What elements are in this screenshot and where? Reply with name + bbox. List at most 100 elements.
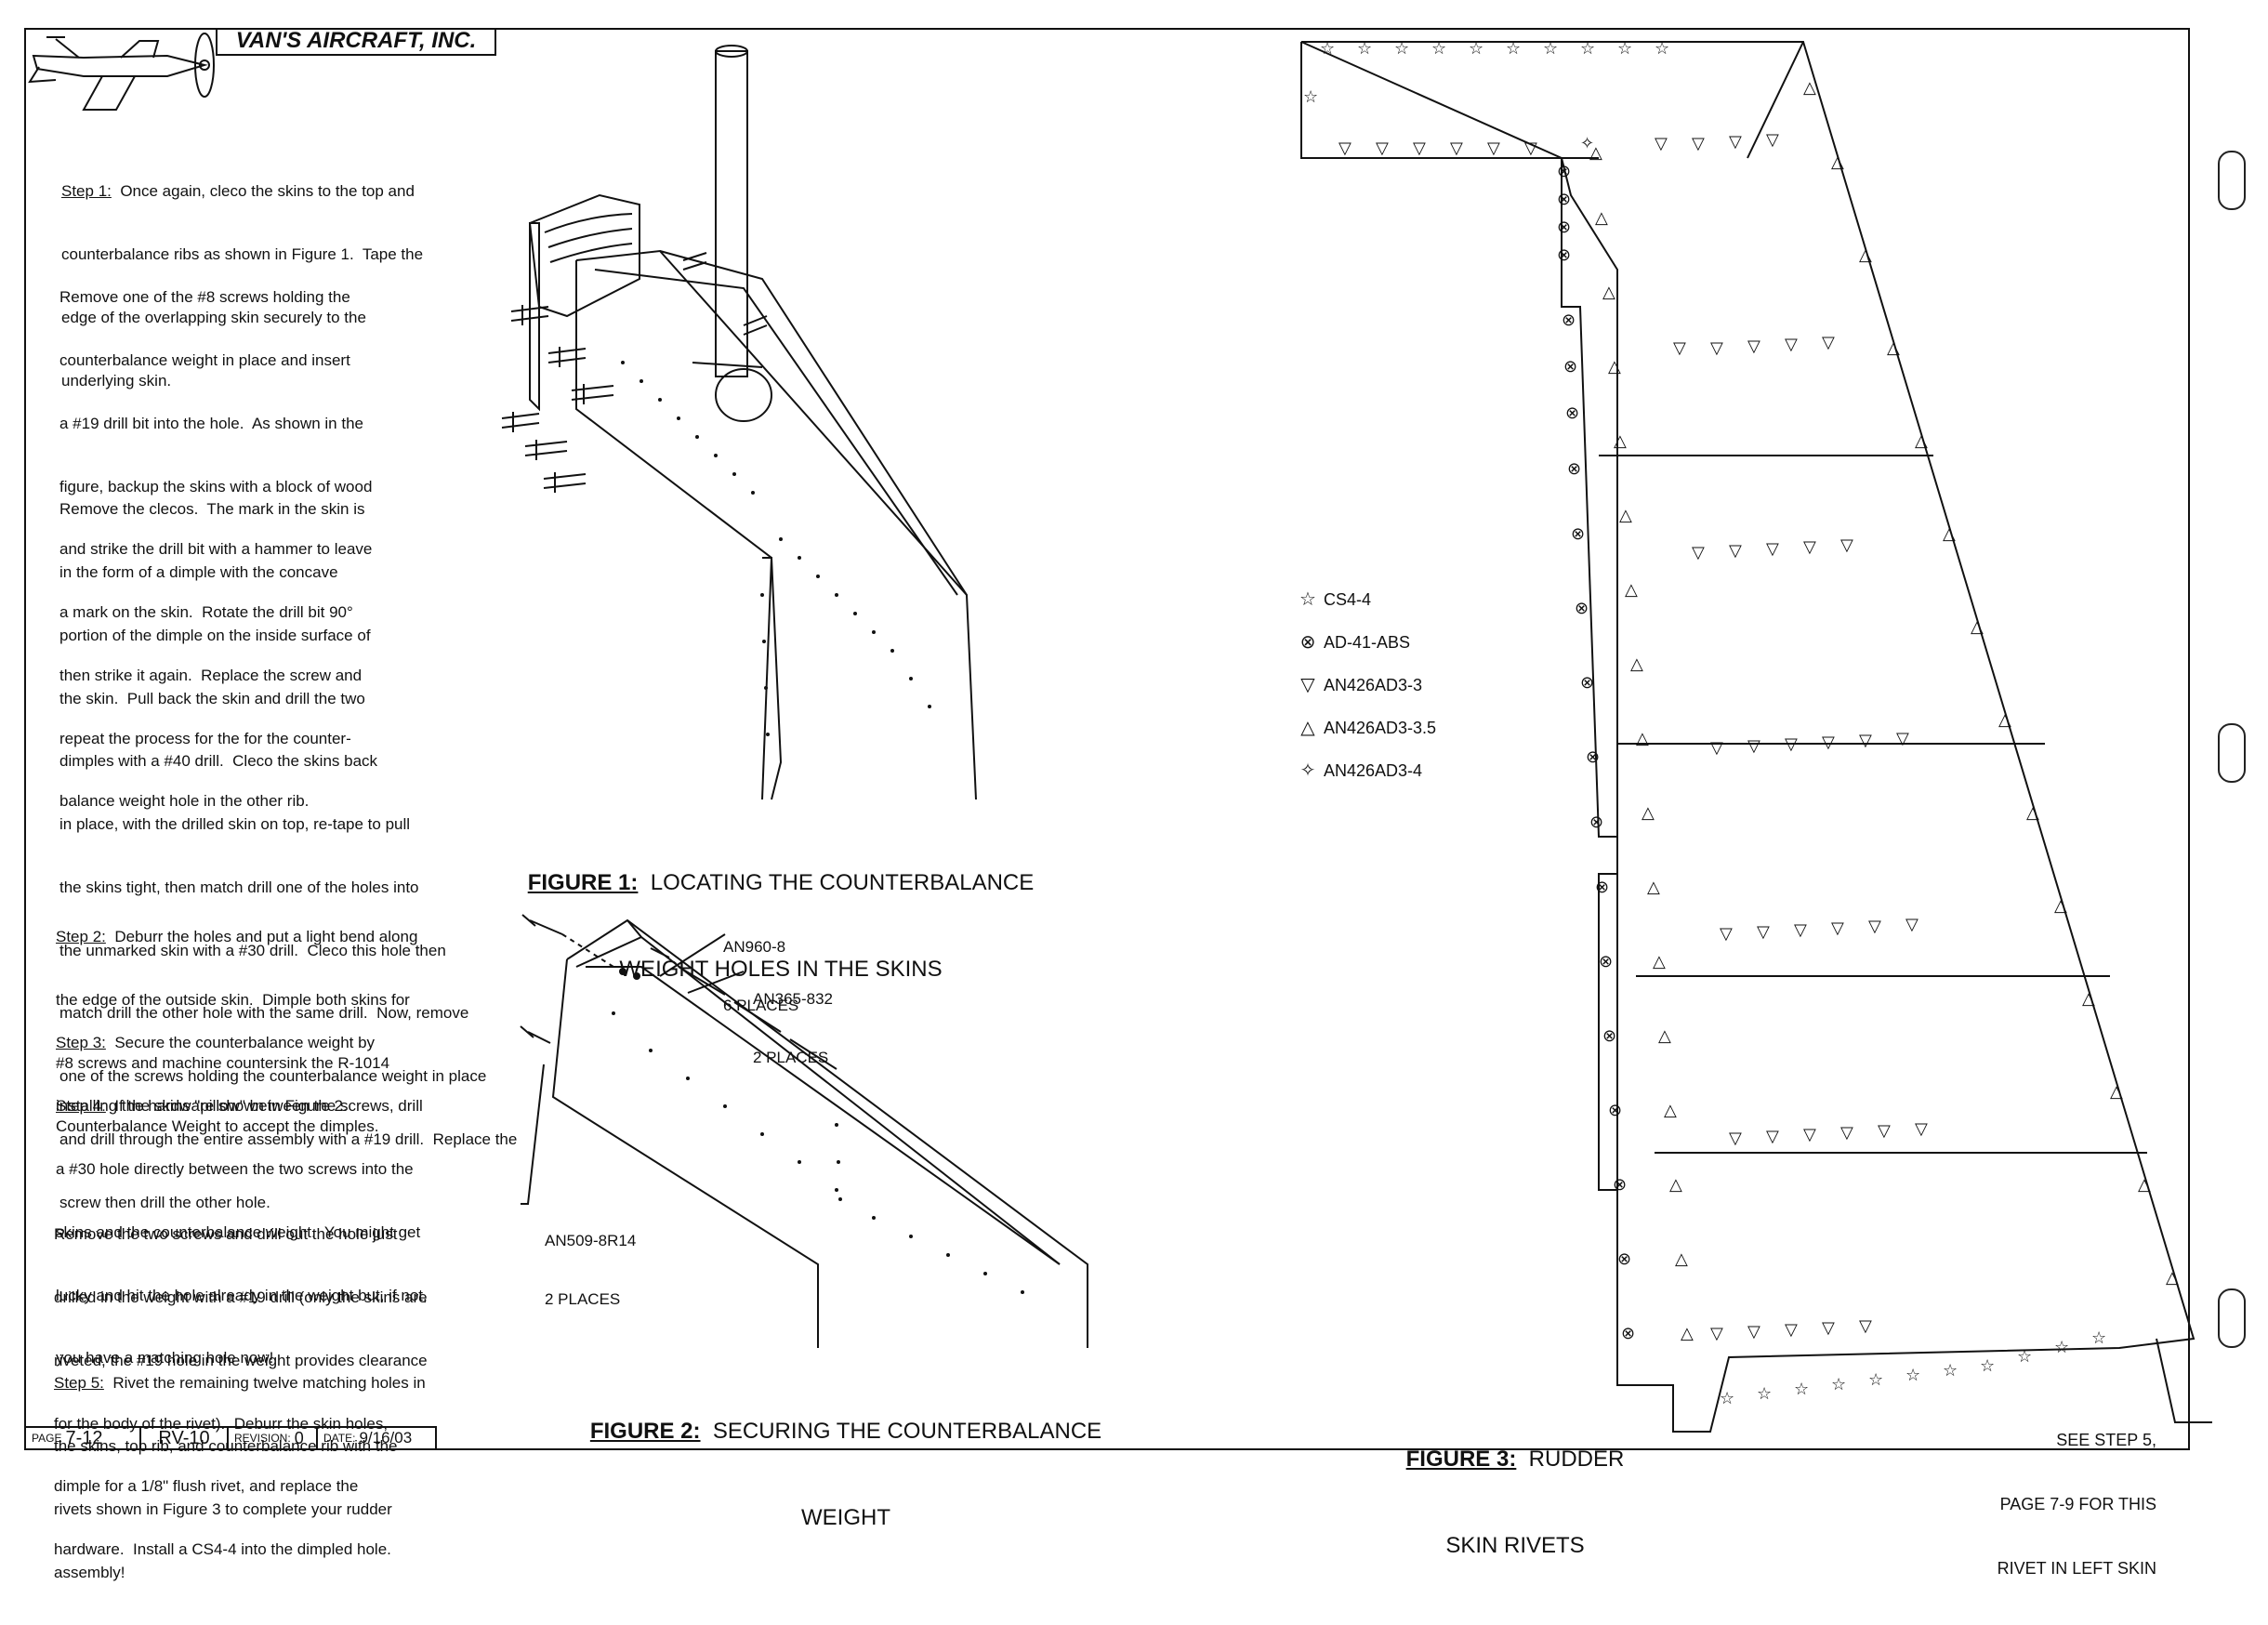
step4-block: Step 4: If the skins "pillow" between th… xyxy=(56,1054,428,1411)
svg-text:⊗: ⊗ xyxy=(1595,878,1609,897)
figure2-caption: FIGURE 2: SECURING THE COUNTERBALANCE WE… xyxy=(558,1359,1134,1590)
text-line: underlying skin. xyxy=(61,371,172,390)
svg-text:▽: ▽ xyxy=(1868,917,1881,936)
svg-text:⊗: ⊗ xyxy=(1565,403,1579,423)
text-line: Once again, cleco the skins to the top a… xyxy=(111,182,415,201)
text-line: If the skins "pillow" between the screws… xyxy=(105,1097,423,1116)
svg-text:⊗: ⊗ xyxy=(1557,218,1571,237)
svg-text:⊗: ⊗ xyxy=(1557,245,1571,265)
svg-text:▽: ▽ xyxy=(1896,729,1909,748)
figure3-caption: FIGURE 3: RUDDER SKIN RIVETS xyxy=(1394,1387,1636,1618)
svg-text:△: △ xyxy=(1647,878,1660,897)
triangle-up-icon: △ xyxy=(1300,718,1315,738)
callout-an960: AN960-8 6 PLACES xyxy=(723,898,798,1054)
svg-text:☆: ☆ xyxy=(1469,39,1483,59)
star-icon: ☆ xyxy=(1299,589,1316,610)
svg-text:☆: ☆ xyxy=(1543,39,1558,59)
svg-text:☆: ☆ xyxy=(1720,1389,1734,1408)
svg-text:⊗: ⊗ xyxy=(1599,952,1613,971)
svg-text:⊗: ⊗ xyxy=(1589,812,1603,832)
svg-text:▽: ▽ xyxy=(1487,139,1500,158)
text-line: a #30 hole directly between the two scre… xyxy=(56,1159,414,1178)
callout-part: AN365-832 xyxy=(753,990,834,1008)
svg-text:☆: ☆ xyxy=(1943,1361,1958,1381)
text-line: lucky and hit the hole already in the we… xyxy=(56,1286,428,1304)
model-cell: RV-10 xyxy=(139,1426,229,1450)
svg-text:▽: ▽ xyxy=(1413,139,1426,158)
svg-text:▽: ▽ xyxy=(1785,1320,1798,1340)
svg-text:▽: ▽ xyxy=(1710,338,1723,358)
step3-label: Step 3: xyxy=(56,1034,106,1052)
text-line: Remove the two screws and drill out the … xyxy=(54,1225,398,1244)
caption-text: SKIN RIVETS xyxy=(1445,1533,1585,1558)
company-name: VAN'S AIRCRAFT, INC. xyxy=(216,28,496,56)
text-line: Secure the counterbalance weight by xyxy=(105,1034,376,1052)
svg-text:▽: ▽ xyxy=(1803,537,1816,557)
note-line: SEE STEP 5, xyxy=(2056,1431,2156,1449)
caption-text: RUDDER xyxy=(1516,1447,1625,1472)
svg-text:☆: ☆ xyxy=(1357,39,1372,59)
note-line: PAGE 7-9 FOR THIS xyxy=(1999,1495,2156,1513)
text-line: Counterbalance Weight to accept the dimp… xyxy=(56,1116,379,1135)
svg-text:✧: ✧ xyxy=(1580,134,1594,153)
airplane-logo-icon xyxy=(28,33,215,111)
triangle-down-icon: ▽ xyxy=(1300,675,1315,695)
text-line: drilled in the weight with a #19 drill (… xyxy=(54,1288,428,1306)
svg-text:☆: ☆ xyxy=(1980,1356,1995,1376)
svg-text:☆: ☆ xyxy=(2091,1328,2106,1348)
caption-text: SECURING THE COUNTERBALANCE xyxy=(700,1419,1102,1444)
step4-label: Step 4: xyxy=(56,1097,106,1116)
svg-text:▽: ▽ xyxy=(1729,132,1742,152)
four-point-star-icon: ✧ xyxy=(1299,760,1316,781)
step5-label: Step 5: xyxy=(54,1374,104,1393)
svg-text:▽: ▽ xyxy=(1338,139,1352,158)
svg-text:▽: ▽ xyxy=(1747,1322,1760,1341)
svg-text:△: △ xyxy=(1630,654,1643,674)
svg-text:▽: ▽ xyxy=(1376,139,1389,158)
step2-block: Step 2: Deburr the holes and put a light… xyxy=(56,885,417,1179)
figure2-label: FIGURE 2: xyxy=(589,1419,701,1444)
text-line: the skins tight, then match drill one of… xyxy=(59,878,419,896)
callout-part: AN960-8 xyxy=(723,938,786,956)
svg-text:☆: ☆ xyxy=(1905,1366,1920,1385)
text-line: assembly! xyxy=(54,1563,125,1581)
revision-cell: REVISION: 0 xyxy=(227,1426,318,1450)
svg-text:⊗: ⊗ xyxy=(1602,1026,1616,1046)
svg-text:△: △ xyxy=(1589,143,1602,163)
svg-text:▽: ▽ xyxy=(1785,335,1798,354)
text-line: Rivet the remaining twelve matching hole… xyxy=(103,1374,426,1393)
svg-text:△: △ xyxy=(1669,1175,1682,1195)
svg-text:△: △ xyxy=(1653,952,1666,971)
circle-x-icon: ⊗ xyxy=(1299,632,1316,653)
binder-hole xyxy=(2218,151,2246,210)
svg-text:▽: ▽ xyxy=(1524,139,1537,158)
text-line: balance weight hole in the other rib. xyxy=(59,792,310,811)
svg-text:▽: ▽ xyxy=(1803,1125,1816,1144)
text-line: riveted, the #19 hole in the weight prov… xyxy=(54,1351,428,1369)
svg-text:△: △ xyxy=(1636,729,1649,748)
page-number-cell: PAGE 7-12 xyxy=(24,1426,141,1450)
step5-block: Step 5: Rivet the remaining twelve match… xyxy=(54,1331,426,1625)
svg-text:⊗: ⊗ xyxy=(1557,162,1571,181)
svg-text:▽: ▽ xyxy=(1729,541,1742,561)
svg-text:△: △ xyxy=(1614,431,1627,451)
text-line: in the form of a dimple with the concave xyxy=(59,562,338,581)
svg-text:△: △ xyxy=(2082,989,2095,1009)
figure3-drawing: ☆ ☆ ☆ ☆ ☆ ☆ ☆ ☆ ☆ ☆ ☆ ▽ ▽ ▽ ▽ ▽ ▽ ▽ ▽ ▽ ▽ ✧ ⊗ ⊗ ⊗ ⊗ ⊗ ⊗ ⊗ ⊗ ⊗… xyxy=(1300,39,2212,1433)
figure1-label: FIGURE 1: xyxy=(527,870,639,895)
text-line: rivets shown in Figure 3 to complete you… xyxy=(54,1499,392,1518)
svg-text:△: △ xyxy=(2138,1175,2151,1195)
text-line: counterbalance weight in place and inser… xyxy=(59,350,350,369)
svg-text:▽: ▽ xyxy=(1655,134,1668,153)
svg-text:⊗: ⊗ xyxy=(1562,310,1576,330)
svg-text:⊗: ⊗ xyxy=(1613,1175,1627,1195)
svg-text:☆: ☆ xyxy=(1868,1370,1883,1390)
svg-text:☆: ☆ xyxy=(2017,1347,2032,1367)
svg-text:▽: ▽ xyxy=(1822,733,1835,752)
svg-text:▽: ▽ xyxy=(1747,337,1760,356)
svg-text:▽: ▽ xyxy=(1757,922,1770,942)
svg-text:⊗: ⊗ xyxy=(1608,1101,1622,1120)
svg-text:⊗: ⊗ xyxy=(1567,459,1581,479)
svg-text:☆: ☆ xyxy=(1506,39,1521,59)
svg-text:⊗: ⊗ xyxy=(1575,599,1589,618)
